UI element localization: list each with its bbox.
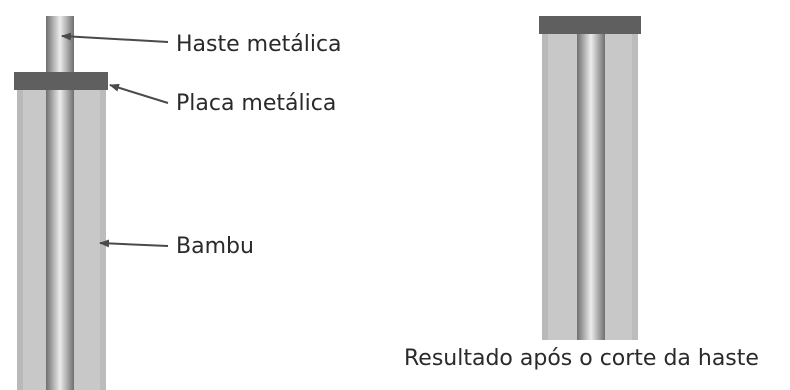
bamboo-shading-left — [17, 88, 23, 390]
bamboo-label: Bambu — [176, 234, 254, 259]
plate-label: Placa metálica — [176, 91, 337, 116]
rod-label: Haste metálica — [176, 32, 342, 57]
bamboo-arrow — [99, 239, 169, 248]
cut-bamboo-shading-left — [542, 32, 548, 340]
result-caption: Resultado após o corte da haste — [404, 346, 759, 371]
cut-metal-plate — [539, 16, 641, 34]
rod-arrow — [61, 32, 169, 43]
metal-rod-top — [46, 16, 74, 74]
left-assembly — [14, 16, 108, 390]
callout-arrows — [61, 32, 169, 248]
metal-plate — [14, 72, 108, 90]
plate-arrow — [109, 83, 169, 104]
cut-metal-rod — [577, 32, 605, 340]
metal-rod-inner — [46, 88, 74, 390]
cut-bamboo-shading-right — [632, 32, 638, 340]
bamboo-shading-right — [100, 88, 106, 390]
right-assembly — [539, 16, 641, 340]
